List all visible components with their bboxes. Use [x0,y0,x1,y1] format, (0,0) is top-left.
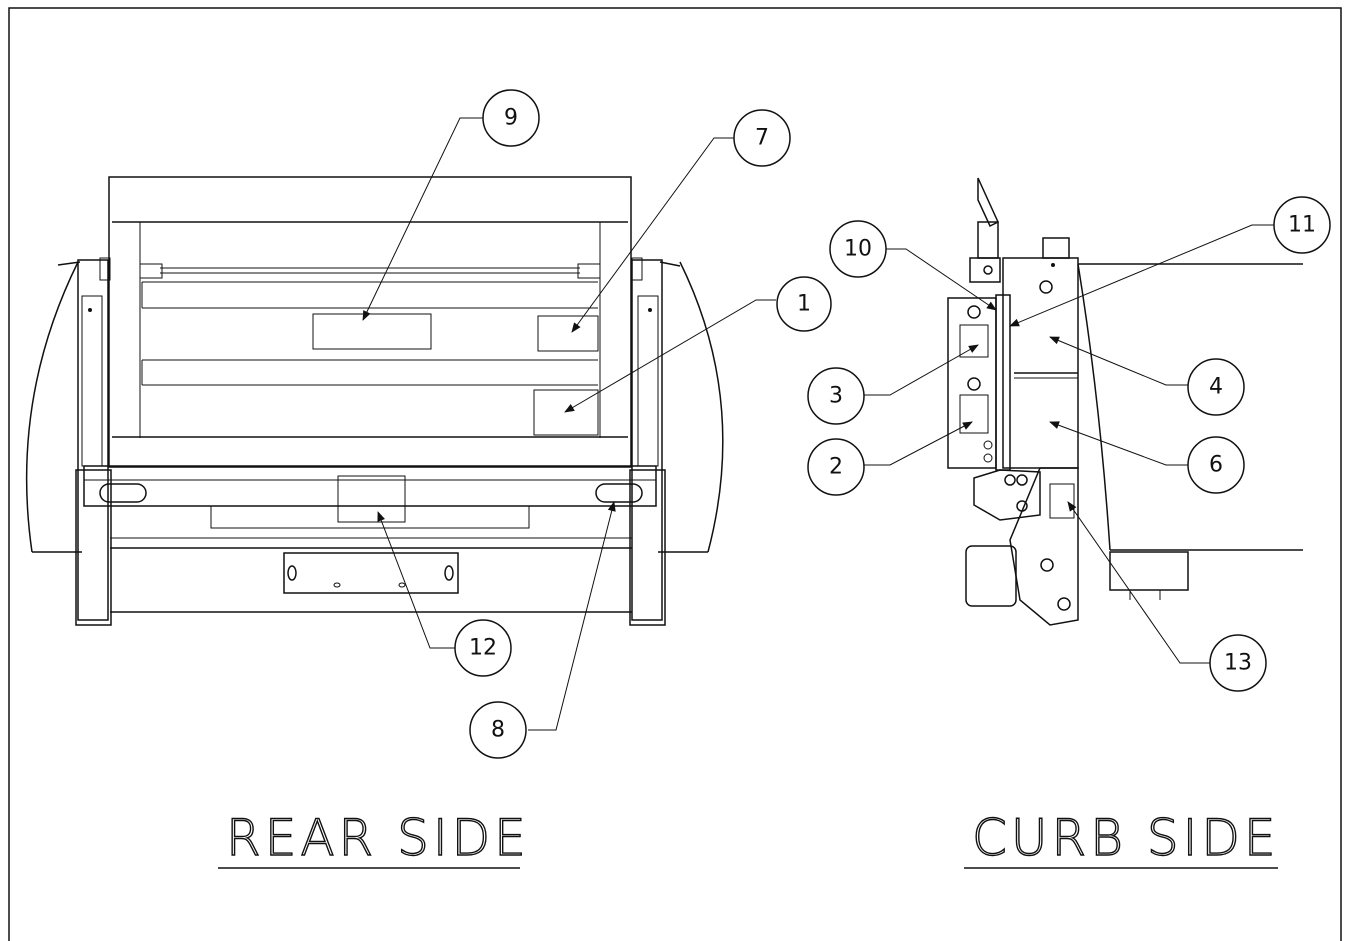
callout-8-text: 8 [491,718,505,743]
rear-beam [83,465,657,507]
label-13-box [1049,483,1075,519]
callout-13: 13 [1209,634,1267,692]
label-12-box [337,475,406,523]
callout-12: 12 [454,619,512,677]
callout-9-text: 9 [504,106,518,131]
rear-side-label: REAR SIDE [226,809,530,867]
curb-side-label: CURB SIDE [972,809,1279,867]
callout-10: 10 [829,220,887,278]
rear-left-arc [25,261,79,553]
callout-6: 6 [1187,436,1245,494]
callout-13-text: 13 [1224,651,1252,676]
callout-4: 4 [1187,358,1245,416]
callout-3: 3 [807,367,865,425]
callout-12-text: 12 [469,636,497,661]
rear-side-view [25,176,724,626]
label-3-box [959,324,989,358]
rear-bumper-plate [283,552,459,594]
callout-11-text: 11 [1288,213,1316,238]
label-9-box [312,313,432,350]
callout-7-text: 7 [755,126,769,151]
leader-lines [362,117,1275,731]
callout-2: 2 [807,438,865,496]
rear-right-arc [679,261,724,553]
callout-7: 7 [733,109,791,167]
curb-side-view [947,177,1303,626]
callout-9: 9 [482,89,540,147]
rear-slot-left [99,483,147,503]
callout-1-text: 1 [797,292,811,317]
label-7-box [537,315,599,352]
callout-4-text: 4 [1209,375,1223,400]
label-2-box [959,394,989,434]
callout-11: 11 [1273,196,1331,254]
callout-6-text: 6 [1209,453,1223,478]
callout-2-text: 2 [829,455,843,480]
callout-8: 8 [469,701,527,759]
rear-housing [108,176,632,468]
drawing-border [8,7,1342,941]
callout-3-text: 3 [829,384,843,409]
curb-bracket [947,297,997,469]
rear-slot-right [595,483,643,503]
callout-10-text: 10 [844,237,872,262]
callout-1: 1 [776,276,832,332]
label-1-box [533,389,599,436]
